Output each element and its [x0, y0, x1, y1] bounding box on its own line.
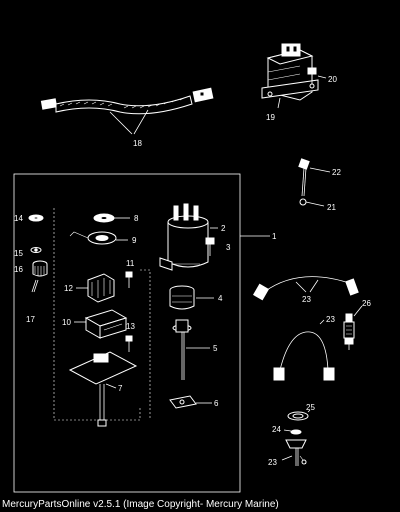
- pickup-coil-part[interactable]: [69, 231, 117, 245]
- roll-pin-part[interactable]: [31, 279, 39, 293]
- seal-ring-part[interactable]: [287, 411, 309, 421]
- callout-22: 22: [332, 168, 341, 177]
- pole-piece-part[interactable]: [87, 273, 115, 303]
- callout-16: 16: [14, 265, 23, 274]
- callout-10: 10: [62, 318, 71, 327]
- ignition-coil-part[interactable]: [261, 43, 319, 101]
- callout-24: 23: [268, 458, 277, 467]
- module-screw-part[interactable]: [125, 271, 133, 288]
- callout-1: 1: [272, 232, 277, 241]
- distributor-housing-part[interactable]: [68, 351, 138, 427]
- hold-down-clamp-part[interactable]: [169, 395, 197, 409]
- callout-23: 23: [302, 295, 311, 304]
- callout-21: 21: [327, 203, 336, 212]
- callout-4: 4: [218, 294, 223, 303]
- callout-11: 11: [126, 259, 135, 268]
- callout-7: 7: [118, 384, 123, 393]
- callout-18: 18: [133, 139, 142, 148]
- callout-15: 15: [14, 249, 23, 258]
- shaft-washer-part[interactable]: [28, 214, 44, 222]
- callout-27: 26: [362, 299, 371, 308]
- callout-23-second: 23: [326, 315, 335, 324]
- cap-screw-part[interactable]: [205, 237, 215, 256]
- exploded-parts-diagram: 20 19 18 1 2 3 4: [13, 43, 371, 493]
- callout-20: 20: [328, 75, 337, 84]
- housing-screw-part[interactable]: [125, 335, 133, 352]
- spark-plug-wire-upper-part[interactable]: [252, 276, 359, 301]
- callout-9: 9: [132, 236, 137, 245]
- rotor-part[interactable]: [169, 285, 195, 310]
- mounting-bolt-part[interactable]: [285, 439, 307, 466]
- callout-13: 13: [126, 322, 135, 331]
- drive-gear-part[interactable]: [32, 260, 48, 277]
- retainer-part[interactable]: [30, 247, 42, 253]
- image-caption: MercuryPartsOnline v2.5.1 (Image Copyrig…: [2, 499, 279, 510]
- callout-8: 8: [134, 214, 139, 223]
- spark-plug-part[interactable]: [343, 313, 355, 350]
- wire-harness-part[interactable]: [40, 87, 214, 115]
- callout-17: 17: [26, 315, 35, 324]
- callout-14: 14: [14, 214, 23, 223]
- callout-6: 6: [214, 399, 219, 408]
- callout-3: 3: [226, 243, 231, 252]
- distributor-cap-part[interactable]: [159, 203, 209, 271]
- callout-25: 24: [272, 425, 281, 434]
- coil-screw-part[interactable]: [307, 67, 317, 84]
- callout-5: 5: [213, 344, 218, 353]
- callout-2: 2: [221, 224, 226, 233]
- distributor-shaft-part[interactable]: [172, 319, 192, 380]
- washer-small-part[interactable]: [290, 429, 302, 435]
- distributor-group-box: [13, 173, 241, 493]
- callout-19: 19: [266, 113, 275, 122]
- washer-part[interactable]: [93, 213, 115, 223]
- callout-26: 25: [306, 403, 315, 412]
- ignition-module-part[interactable]: [84, 309, 128, 339]
- sensor-bracket-part[interactable]: [298, 158, 310, 206]
- spark-plug-wire-lower-part[interactable]: [273, 331, 335, 381]
- callout-12: 12: [64, 284, 73, 293]
